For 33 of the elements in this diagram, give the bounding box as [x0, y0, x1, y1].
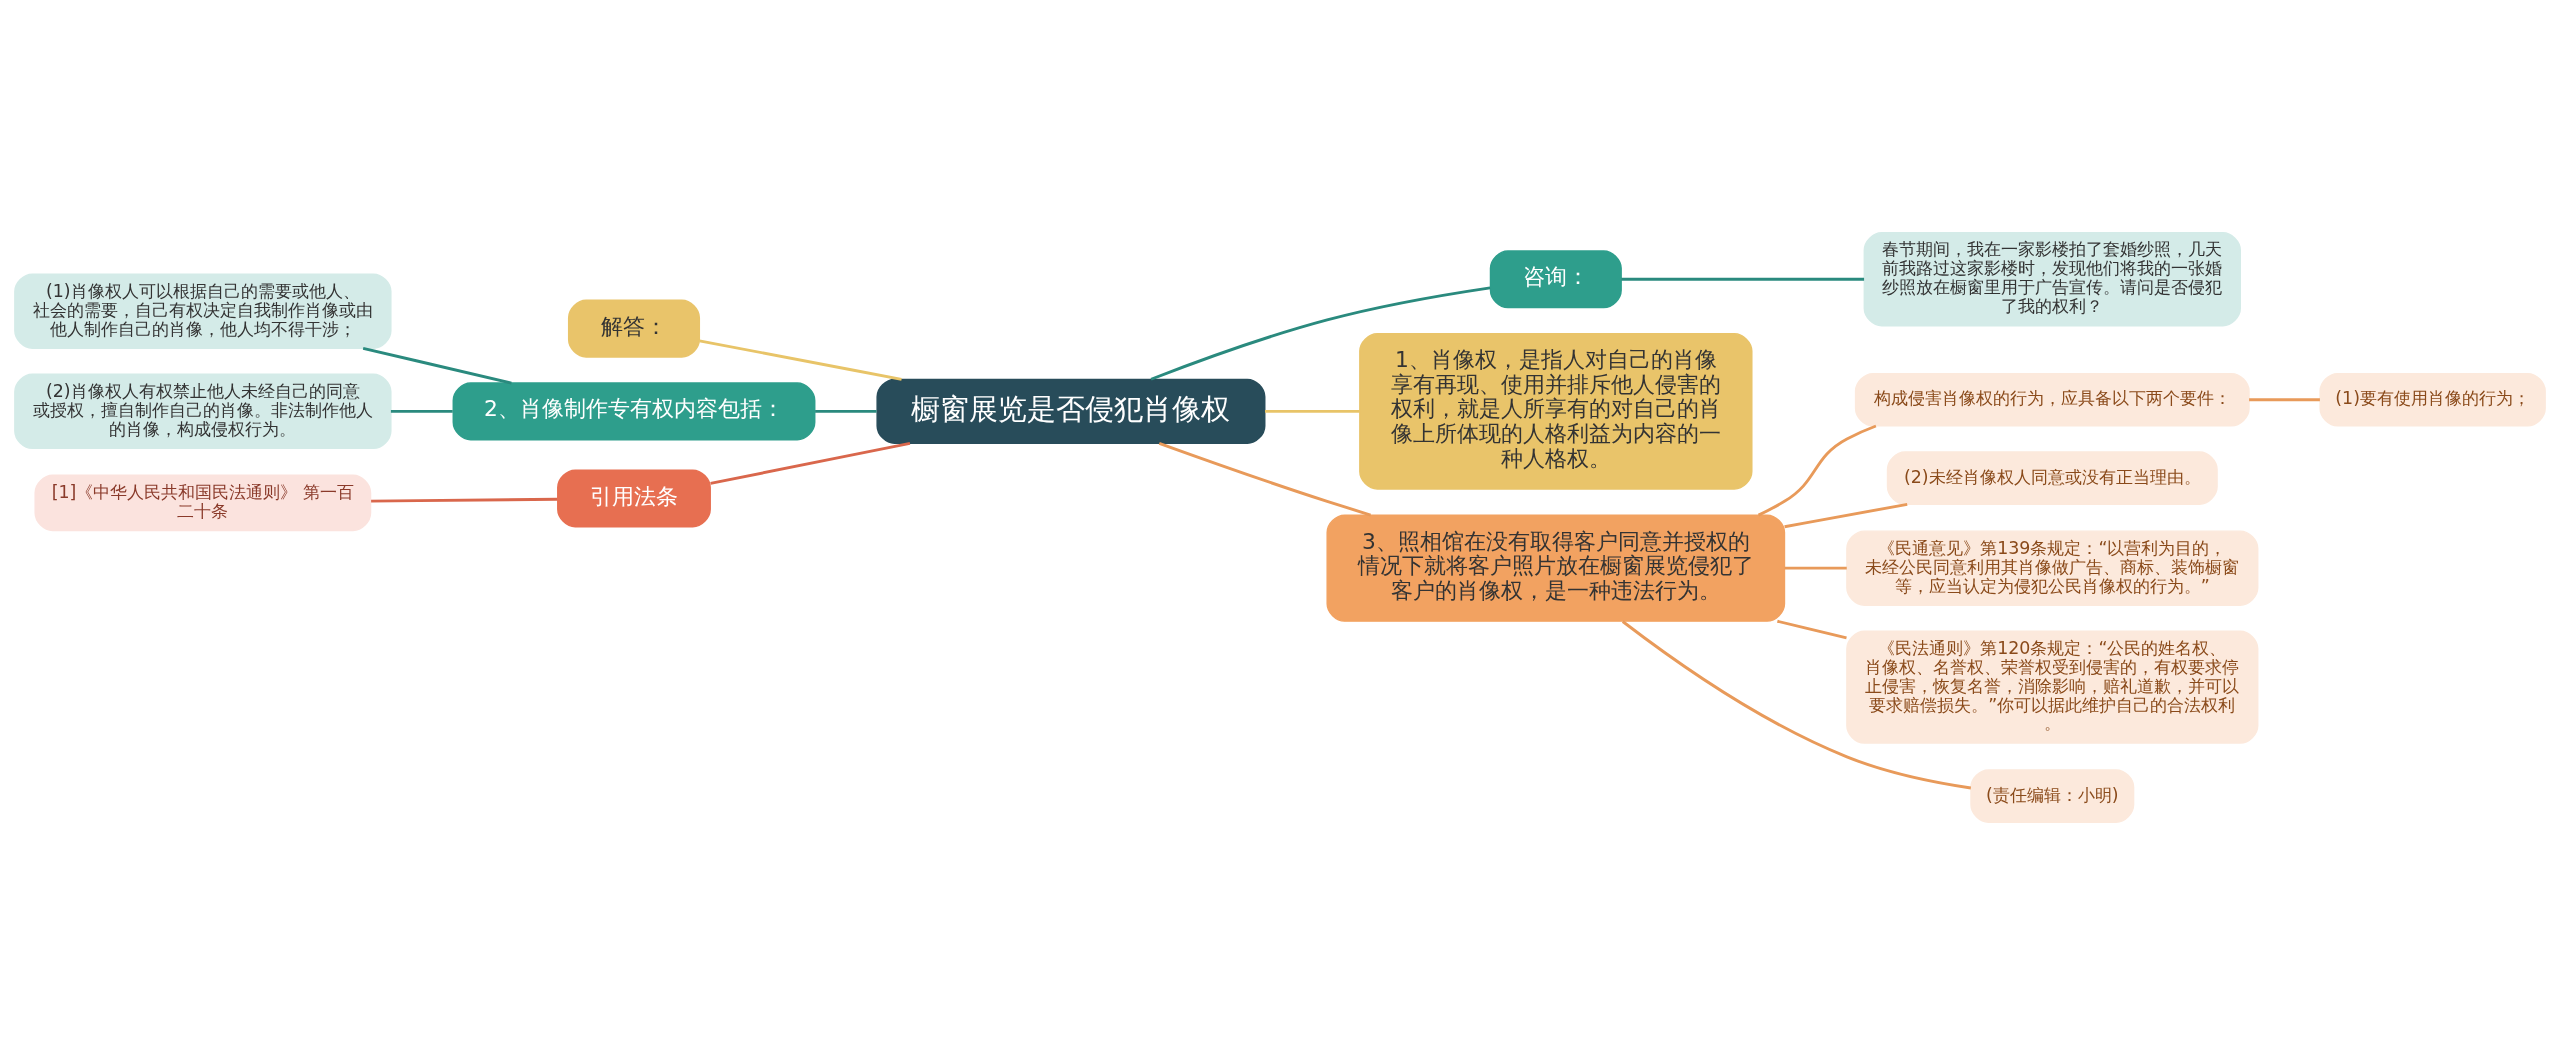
node-box: 2、肖像制作专有权内容包括：	[452, 382, 816, 441]
node-box: 《民通意见》第139条规定：“以营利为目的，未经公民同意利用其肖像做广告、商标、装饰橱窗等，应当认定为侵犯公民肖像权的行为。”	[1846, 530, 2259, 606]
node-box: [1]《中华人民共和国民法通则》 第一百二十条	[34, 474, 372, 532]
node-box: 3、照相馆在没有取得客户同意并授权的情况下就将客户照片放在橱窗展览侵犯了客户的肖像权，是一种违法行为。	[1326, 514, 1786, 622]
connector	[1264, 409, 1360, 413]
node-box: (1)肖像权人可以根据自己的需要或他人、社会的需要，自己有权决定自我制作肖像或由他人制作自己的肖像，他人均不得干涉；	[14, 273, 392, 349]
node-box: 《民法通则》第120条规定：“公民的姓名权、肖像权、名誉权、荣誉权受到侵害的，有权要求停止侵害，恢复名誉，消除影响，赔礼道歉，并可以要求赔偿损失。”你可以据此维护自己的合法权利。	[1846, 630, 2259, 744]
connector	[1150, 286, 1491, 381]
node-box: 春节期间，我在一家影楼拍了套婚纱照，几天前我路过这家影楼时，发现他们将我的一张婚纱照放在橱窗里用于广告宣传。请问是否侵犯了我的权利？	[1863, 232, 2241, 327]
connector	[2249, 398, 2320, 402]
connector	[710, 441, 911, 485]
connector	[1784, 566, 1847, 570]
connector	[1784, 502, 1908, 529]
node-box: (2)未经肖像权人同意或没有正当理由。	[1886, 451, 2218, 505]
connector	[390, 409, 453, 413]
connector	[699, 339, 902, 381]
node-box: 构成侵害肖像权的行为，应具备以下两个要件：	[1854, 372, 2250, 427]
connector	[1777, 619, 1847, 640]
node-box: 解答：	[567, 299, 701, 358]
connector	[362, 346, 512, 385]
node-box: 咨询：	[1489, 250, 1622, 309]
node-box: 1、肖像权，是指人对自己的肖像享有再现、使用并排斥他人侵害的权利，就是人所享有的对自己的肖像上所体现的人格利益为内容的一种人格权。	[1359, 332, 1753, 490]
node-box: (1)要有使用肖像的行为；	[2319, 372, 2546, 427]
node-box: 引用法条	[557, 469, 711, 528]
connector	[1158, 442, 1372, 517]
connector	[815, 409, 877, 413]
connector	[1621, 277, 1865, 281]
connector	[1757, 424, 1877, 517]
connector	[371, 497, 558, 503]
node-box: 橱窗展览是否侵犯肖像权	[876, 378, 1266, 445]
connector	[1621, 620, 1972, 790]
node-box: (2)肖像权人有权禁止他人未经自己的同意或授权，擅自制作自己的肖像。非法制作他人的肖像，构成侵权行为。	[14, 373, 392, 450]
node-box: (责任编辑：小明)	[1970, 769, 2135, 823]
